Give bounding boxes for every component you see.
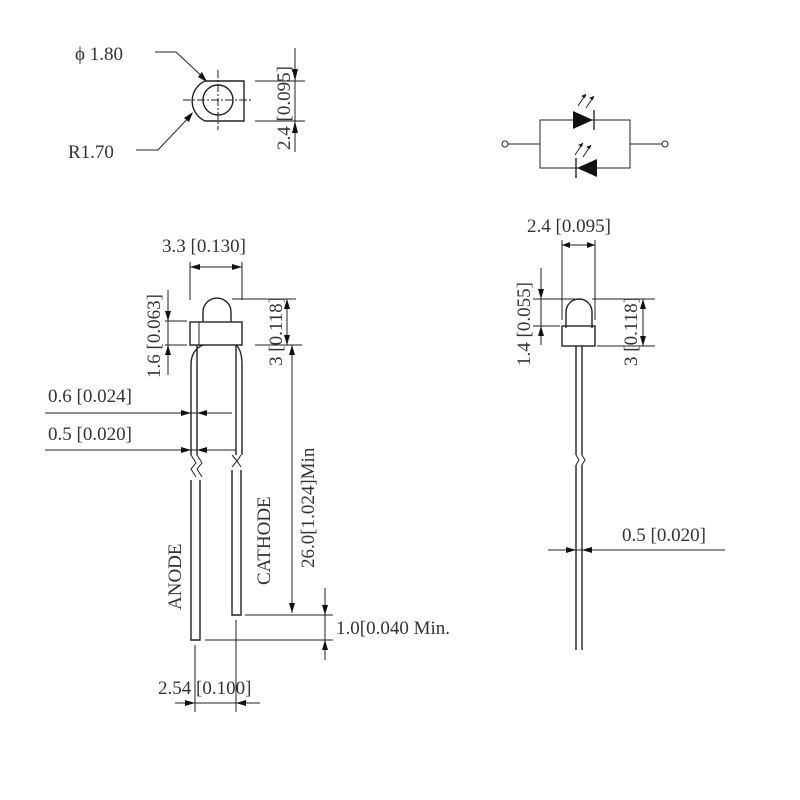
top-outline — [191, 80, 245, 122]
leader — [155, 51, 207, 81]
break-marks — [575, 454, 586, 466]
pitch-label: 2.54 [0.100] — [158, 678, 251, 699]
dim-arrows — [538, 289, 544, 336]
leader-arrow — [184, 112, 193, 122]
dim-arrows — [322, 605, 328, 650]
terminal-right — [661, 140, 669, 148]
top-view: 2.4 [0.095] ϕ 1.80 R1.70 — [68, 44, 305, 163]
body-width-label: 3.3 [0.130] — [162, 236, 246, 257]
dim-arrows — [165, 311, 171, 355]
leader-arrow — [198, 72, 207, 82]
end-lead-thickness-label: 0.5 [0.020] — [622, 525, 706, 546]
dome-height-label: 3 [0.118] — [266, 297, 287, 366]
side-view: 3.3 [0.130] 1.6 [0.063] 3 [0.118] 26.0[1… — [45, 236, 450, 712]
end-view: 2.4 [0.095] 1.4 [0.055] 3 [0.118] 0.5 [0… — [514, 216, 725, 650]
dome — [202, 297, 232, 322]
dome — [565, 298, 593, 328]
diameter-label: ϕ 1.80 — [75, 44, 123, 65]
leads-lower — [190, 470, 242, 641]
flange-height-label: 1.6 [0.063] — [144, 294, 165, 378]
lead-offset-label: 1.0[0.040 Min. — [336, 618, 450, 639]
anode-label: ANODE — [165, 544, 186, 611]
lead-thickness-label: 0.5 [0.020] — [48, 424, 132, 445]
dim-arrows — [284, 299, 290, 345]
lead — [575, 346, 583, 650]
light-emission-arrows — [574, 93, 595, 158]
diode-reverse-icon — [577, 159, 597, 177]
emission-arrowheads — [578, 94, 594, 149]
radius-label: R1.70 — [68, 142, 114, 163]
terminal-left — [501, 140, 509, 148]
diode-forward-icon — [573, 111, 593, 129]
end-dome-height-label: 1.4 [0.055] — [514, 282, 535, 366]
end-width-label: 2.4 [0.095] — [527, 216, 611, 237]
dim-arrows — [640, 299, 646, 346]
top-width-label: 2.4 [0.095] — [274, 66, 295, 150]
leader — [136, 113, 193, 151]
flange — [561, 325, 596, 347]
flange — [189, 321, 243, 346]
lead-width-label: 0.6 [0.024] — [48, 386, 132, 407]
leads-upper — [190, 344, 243, 455]
parallel-branches — [539, 119, 631, 169]
dim-arrows — [566, 547, 592, 553]
break-marks — [190, 454, 242, 478]
cathode-label: CATHODE — [254, 496, 275, 585]
dim-arrows — [181, 410, 207, 453]
lead-length-label: 26.0[1.024]Min — [298, 447, 319, 568]
end-total-height-label: 3 [0.118] — [621, 297, 642, 366]
schematic-symbol — [501, 93, 669, 178]
dim-arrows — [562, 242, 595, 248]
